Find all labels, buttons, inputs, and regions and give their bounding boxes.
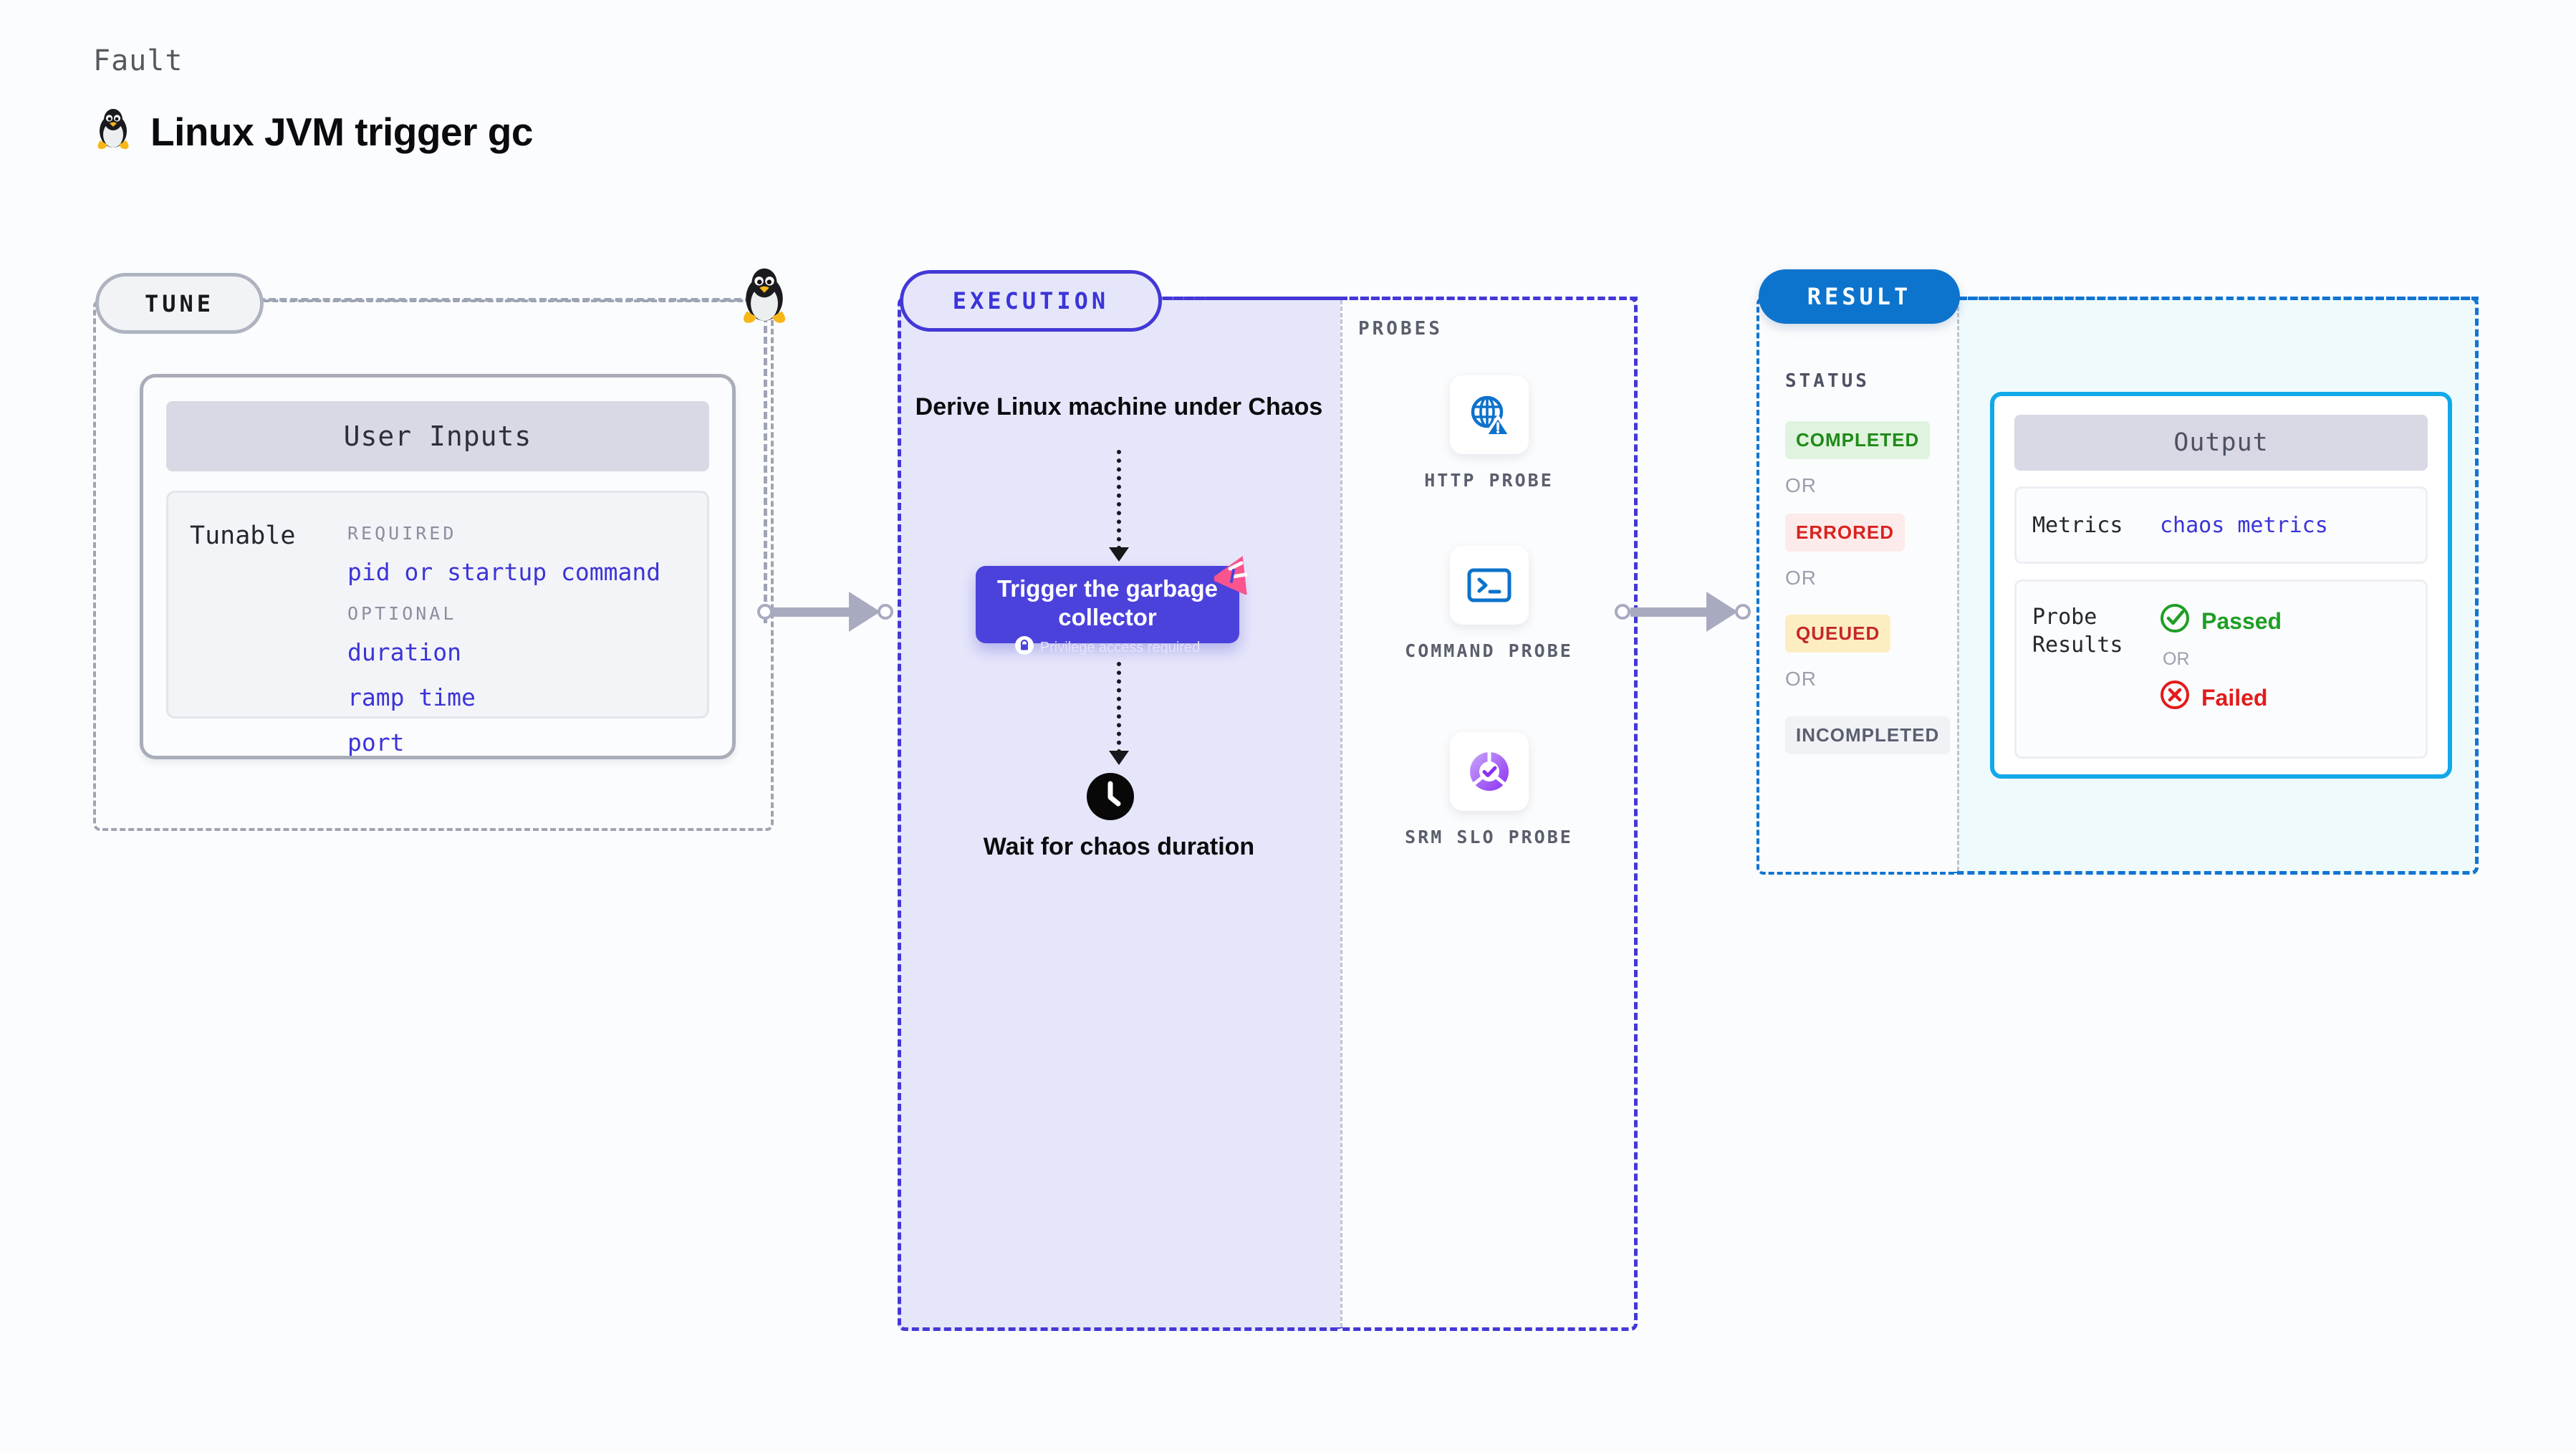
status-badge-incompleted: INCOMPLETED xyxy=(1785,716,1951,754)
status-or-3: OR xyxy=(1785,668,1817,690)
status-badge-errored: ERRORED xyxy=(1785,514,1905,552)
status-badge-queued: QUEUED xyxy=(1785,615,1891,653)
optional-group-title: OPTIONAL xyxy=(347,603,457,624)
execution-privilege-note: Privilege access required xyxy=(976,636,1239,659)
tunable-fields: REQUIRED pid or startup command OPTIONAL… xyxy=(347,521,661,756)
probe-result-failed: Failed xyxy=(2160,680,2282,716)
connector-arrowhead xyxy=(849,592,880,632)
lock-icon xyxy=(1014,636,1034,659)
connector-shaft xyxy=(1630,607,1708,617)
fault-title-row: Linux JVM trigger gc xyxy=(93,107,533,155)
tune-connector-stem xyxy=(764,315,767,623)
connector-arrow-execution-to-result xyxy=(1615,592,1751,632)
status-or-2: OR xyxy=(1785,567,1817,589)
tunable-field-pid[interactable]: pid or startup command xyxy=(347,558,661,586)
probe-label-srm-slo: SRM SLO PROBE xyxy=(1405,827,1573,847)
output-card: Output Metrics chaos metrics Probe Resul… xyxy=(1990,392,2452,779)
tunable-field-port[interactable]: port xyxy=(347,729,405,756)
connector-end-dot xyxy=(878,604,893,620)
connector-shaft xyxy=(773,607,850,617)
result-status-panel xyxy=(1756,297,1957,875)
page-header: Fault Linux JVM trigger gc xyxy=(93,44,533,155)
tune-connector-line xyxy=(258,298,752,302)
status-title: STATUS xyxy=(1785,370,1870,392)
required-group-title: REQUIRED xyxy=(347,523,457,544)
output-metrics-key: Metrics xyxy=(2032,512,2123,538)
output-header: Output xyxy=(2014,415,2428,471)
execution-arrowhead-1 xyxy=(1109,547,1129,562)
probes-title: PROBES xyxy=(1358,318,1443,340)
probe-item-srm-slo[interactable]: SRM SLO PROBE xyxy=(1340,732,1638,850)
execution-step-derive: Derive Linux machine under Chaos xyxy=(915,393,1323,420)
linux-penguin-icon xyxy=(734,266,794,327)
probe-result-passed-label: Passed xyxy=(2201,607,2282,634)
tunable-label: Tunable xyxy=(190,521,296,550)
execution-connector-line xyxy=(1155,297,1638,300)
connector-arrow-tune-to-execution xyxy=(757,592,893,632)
result-stage-pill[interactable]: RESULT xyxy=(1759,269,1960,324)
probe-item-http[interactable]: HTTP PROBE xyxy=(1340,375,1638,493)
fault-label: Fault xyxy=(93,44,183,77)
litmus-chaos-badge-icon xyxy=(1210,553,1257,596)
connector-arrowhead xyxy=(1706,592,1738,632)
connector-start-dot xyxy=(757,604,773,620)
execution-action-title: Trigger the garbage collector xyxy=(996,575,1219,630)
probes-divider xyxy=(1340,300,1342,1327)
connector-end-dot xyxy=(1735,604,1751,620)
status-badge-completed: COMPLETED xyxy=(1785,421,1931,459)
probe-result-failed-label: Failed xyxy=(2201,684,2268,711)
output-metrics-row: Metrics chaos metrics xyxy=(2014,486,2428,564)
result-connector-line xyxy=(1960,297,2479,300)
probe-label-http: HTTP PROBE xyxy=(1424,470,1554,491)
probe-label-command: COMMAND PROBE xyxy=(1405,640,1573,661)
execution-action-box[interactable]: Trigger the garbage collector Privilege … xyxy=(976,566,1239,655)
x-circle-icon xyxy=(2160,680,2190,716)
probes-panel xyxy=(1340,297,1638,1331)
check-circle-icon xyxy=(2160,603,2190,639)
output-probe-results-row: Probe Results Passed OR xyxy=(2014,580,2428,759)
execution-privilege-text: Privilege access required xyxy=(1039,639,1201,655)
probe-item-command[interactable]: COMMAND PROBE xyxy=(1340,546,1638,663)
execution-arrow-1 xyxy=(1117,450,1121,550)
execution-arrowhead-2 xyxy=(1109,751,1129,765)
tunable-field-ramp-time[interactable]: ramp time xyxy=(347,683,476,711)
execution-step-wait: Wait for chaos duration xyxy=(983,833,1255,860)
clock-icon xyxy=(1086,772,1135,821)
tunable-field-duration[interactable]: duration xyxy=(347,638,461,666)
globe-warning-icon xyxy=(1449,375,1529,454)
connector-start-dot xyxy=(1615,604,1630,620)
user-inputs-header: User Inputs xyxy=(166,401,709,471)
slo-gauge-check-icon xyxy=(1449,732,1529,811)
terminal-prompt-icon xyxy=(1449,546,1529,625)
probe-result-or: OR xyxy=(2163,649,2190,669)
output-probe-values: Passed OR Failed xyxy=(2160,603,2282,756)
execution-stage-pill[interactable]: EXECUTION xyxy=(900,270,1162,332)
page-title: Linux JVM trigger gc xyxy=(150,109,533,154)
tunable-section: Tunable REQUIRED pid or startup command … xyxy=(166,491,709,756)
user-inputs-card: User Inputs Tunable REQUIRED pid or star… xyxy=(140,374,736,759)
linux-penguin-icon xyxy=(93,107,133,155)
result-divider xyxy=(1957,300,1959,871)
status-or-1: OR xyxy=(1785,474,1817,496)
execution-arrow-2 xyxy=(1117,662,1121,754)
probe-result-passed: Passed xyxy=(2160,603,2282,639)
output-probe-key: Probe Results xyxy=(2032,605,2123,658)
tune-stage-pill[interactable]: TUNE xyxy=(95,273,264,334)
output-metrics-value[interactable]: chaos metrics xyxy=(2160,512,2328,538)
